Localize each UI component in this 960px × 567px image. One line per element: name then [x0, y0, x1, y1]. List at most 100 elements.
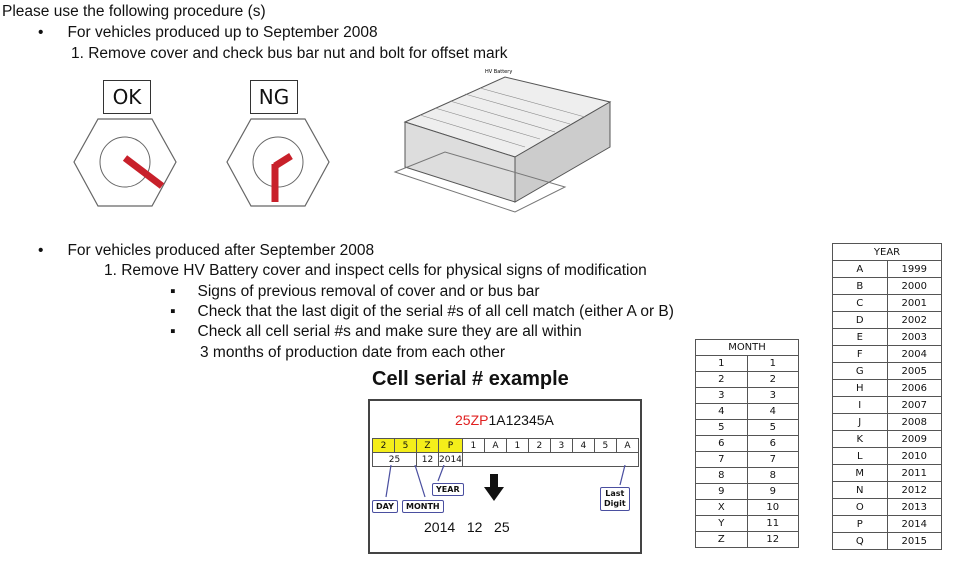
serial-char-cell: 5 — [593, 438, 617, 453]
code-cell: F — [832, 345, 888, 363]
tag-text: Digit — [604, 499, 626, 508]
serial-char-cell: A — [483, 438, 507, 453]
value-cell: 2000 — [886, 277, 942, 295]
value-cell: 4 — [746, 403, 799, 420]
ng-nut-icon — [226, 118, 330, 207]
code-cell: C — [832, 294, 888, 312]
decoded-month: 12 — [416, 452, 439, 467]
value-cell: 2 — [746, 371, 799, 388]
value-cell: 2010 — [886, 447, 942, 465]
value-cell: 2012 — [886, 481, 942, 499]
value-cell: 3 — [746, 387, 799, 404]
serial-char-cell: 4 — [571, 438, 595, 453]
code-cell: G — [832, 362, 888, 380]
value-cell: 10 — [746, 499, 799, 516]
value-cell: 2008 — [886, 413, 942, 431]
ok-nut-icon — [73, 118, 177, 207]
subitem-text: Check that the last digit of the serial … — [197, 303, 674, 320]
value-cell: 2011 — [886, 464, 942, 482]
table-header: MONTH — [695, 339, 799, 356]
subitem-3-cont: 3 months of production date from each ot… — [200, 344, 506, 361]
code-cell: J — [832, 413, 888, 431]
ng-label: NG — [250, 80, 298, 114]
code-cell: A — [832, 260, 888, 278]
value-cell: 2013 — [886, 498, 942, 516]
code-cell: X — [695, 499, 748, 516]
serial-example-box — [368, 399, 642, 554]
value-cell: 2004 — [886, 345, 942, 363]
value-cell: 2005 — [886, 362, 942, 380]
subitem-text: Signs of previous removal of cover and o… — [197, 283, 540, 300]
code-cell: 2 — [695, 371, 748, 388]
bullet-1: •For vehicles produced up to September 2… — [38, 24, 378, 41]
blank-cell — [461, 452, 639, 467]
offset-mark-diagrams — [73, 118, 330, 207]
serial-char-cell: 5 — [394, 438, 417, 453]
code-cell: I — [832, 396, 888, 414]
code-cell: K — [832, 430, 888, 448]
code-cell: 8 — [695, 467, 748, 484]
intro-text: Please use the following procedure (s) — [2, 3, 266, 20]
serial-char-cell: Z — [416, 438, 439, 453]
code-cell: D — [832, 311, 888, 329]
value-cell: 1 — [746, 355, 799, 372]
code-cell: B — [832, 277, 888, 295]
serial-code-part: 25ZP — [455, 412, 489, 428]
code-cell: Y — [695, 515, 748, 532]
value-cell: 2001 — [886, 294, 942, 312]
serial-char-cell: 2 — [527, 438, 551, 453]
code-cell: P — [832, 515, 888, 533]
code-cell: E — [832, 328, 888, 346]
value-cell: 8 — [746, 467, 799, 484]
code-cell: Z — [695, 531, 748, 548]
tag-text: Last — [605, 489, 625, 498]
value-cell: 2003 — [886, 328, 942, 346]
subitem-2: ▪Check that the last digit of the serial… — [170, 303, 674, 320]
serial-rest-part: 1A12345A — [488, 412, 554, 428]
value-cell: 11 — [746, 515, 799, 532]
callout-lines — [385, 465, 626, 498]
step-1: 1. Remove cover and check bus bar nut an… — [71, 45, 508, 62]
code-cell: L — [832, 447, 888, 465]
ok-label: OK — [103, 80, 151, 114]
serial-char-cell: 3 — [549, 438, 573, 453]
value-cell: 9 — [746, 483, 799, 500]
code-cell: O — [832, 498, 888, 516]
serial-number: 25ZP1A12345A — [455, 412, 554, 428]
decoded-day: 25 — [372, 452, 417, 467]
bullet-2-text: For vehicles produced after September 20… — [67, 242, 375, 259]
serial-char-cell: 1 — [461, 438, 485, 453]
value-cell: 2002 — [886, 311, 942, 329]
value-cell: 6 — [746, 435, 799, 452]
hv-battery-image: HV Battery — [393, 69, 612, 213]
code-cell: M — [832, 464, 888, 482]
code-cell: H — [832, 379, 888, 397]
step-2: 1. Remove HV Battery cover and inspect c… — [104, 262, 647, 279]
code-cell: 1 — [695, 355, 748, 372]
example-title: Cell serial # example — [372, 368, 569, 390]
month-tag: MONTH — [402, 500, 444, 513]
